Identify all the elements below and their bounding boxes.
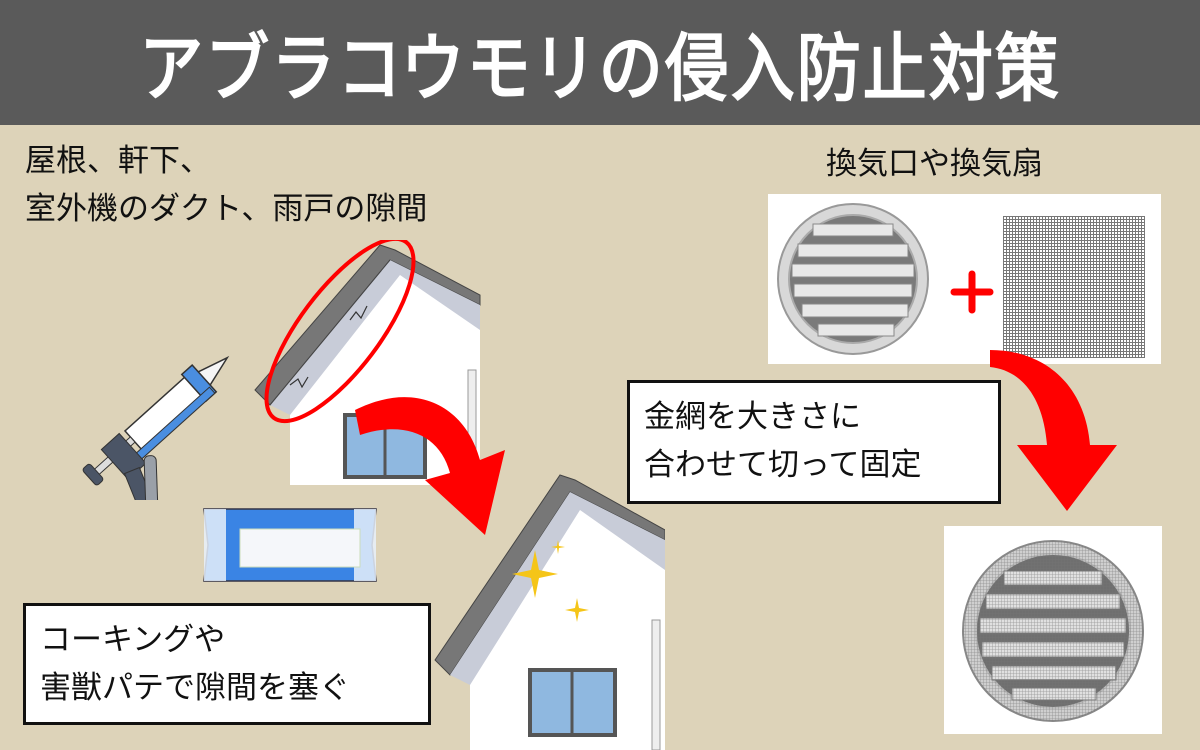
pest-putty-pack-illustration xyxy=(200,505,380,585)
right-callout-line2: 合わせて切って固定 xyxy=(644,447,922,483)
arrow-down-right-icon xyxy=(355,385,535,545)
round-vent-louver-icon xyxy=(777,203,994,355)
arrow-down-icon xyxy=(985,345,1125,515)
caulking-gun-illustration xyxy=(70,330,250,500)
left-caption-line2: 室外機のダクト、雨戸の隙間 xyxy=(25,191,428,227)
left-callout-box: コーキングや 害獣パテで隙間を塞ぐ xyxy=(23,603,431,725)
right-caption: 換気口や換気扇 xyxy=(826,146,1043,182)
title-bar: アブラコウモリの侵入防止対策 xyxy=(0,0,1200,125)
vent-and-mesh-panel: + xyxy=(768,194,1161,364)
vent-with-mesh-icon xyxy=(962,540,1144,722)
left-callout-line1: コーキングや xyxy=(40,622,226,658)
right-callout-line1: 金網を大きさに xyxy=(644,399,861,435)
left-caption-line1: 屋根、軒下、 xyxy=(25,143,211,179)
right-callout-box: 金網を大きさに 合わせて切って固定 xyxy=(627,380,1001,504)
left-callout-line2: 害獣パテで隙間を塞ぐ xyxy=(40,670,350,706)
house-eaves-repaired-illustration xyxy=(430,470,665,750)
vent-with-mesh-panel xyxy=(944,526,1162,734)
page-title: アブラコウモリの侵入防止対策 xyxy=(139,26,1061,112)
left-caption: 屋根、軒下、 室外機のダクト、雨戸の隙間 xyxy=(25,137,427,233)
wire-mesh-icon xyxy=(1003,216,1145,358)
